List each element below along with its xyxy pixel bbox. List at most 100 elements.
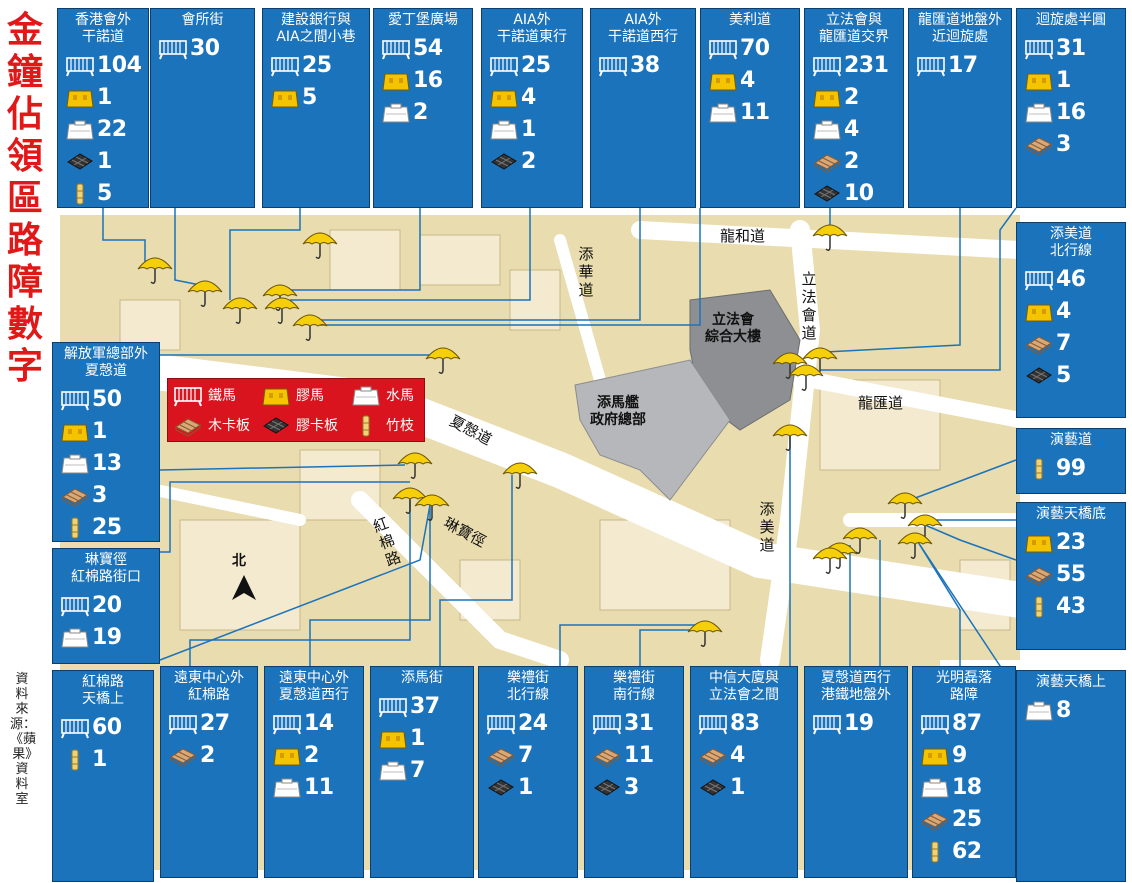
- plastic-barrier-icon: [271, 87, 299, 109]
- main-title-char: 路: [6, 220, 43, 261]
- connector-line: [917, 541, 961, 666]
- count-row-wood: 11: [593, 740, 683, 772]
- street-tim-mei: 添美道: [758, 500, 776, 554]
- connector-line: [160, 481, 410, 553]
- panel-title-line: 添馬街: [401, 670, 443, 686]
- legend-label: 竹枝: [386, 418, 414, 434]
- barrier-count: 7: [410, 758, 425, 783]
- panel-title-line: 南行線: [613, 687, 655, 703]
- panel-title: 樂禮街南行線: [585, 667, 683, 704]
- metal-barrier-icon: [709, 38, 737, 60]
- count-row-bamboo: 43: [1025, 591, 1125, 623]
- count-row-metal: 46: [1025, 264, 1125, 296]
- metal-barrier-icon: [490, 55, 518, 77]
- count-row-plastic: 1: [61, 416, 159, 448]
- umbrella-marker-icon: [137, 257, 173, 285]
- barrier-count: 25: [92, 515, 122, 540]
- count-row-metal: 104: [66, 50, 148, 82]
- panel-title-line: 近迴旋處: [932, 29, 988, 45]
- panel-title-line: 干諾道西行: [608, 29, 678, 45]
- barrier-count: 38: [630, 53, 660, 78]
- umbrella-marker-icon: [502, 462, 538, 490]
- umbrella-marker-icon: [264, 297, 300, 325]
- wood-barrier-icon: [1025, 333, 1053, 355]
- panel-title: 夏愨道西行港鐵地盤外: [805, 667, 907, 704]
- panel-title: AIA外干諾道西行: [591, 9, 695, 46]
- count-row-plastic: 4: [490, 82, 582, 114]
- count-row-pallet: 3: [593, 772, 683, 804]
- barrier-count: 18: [952, 775, 982, 800]
- connector-line: [439, 475, 513, 666]
- street-lung-wui: 龍匯道: [858, 394, 904, 412]
- count-row-water: 19: [61, 622, 159, 654]
- panel-title-line: 迴旋處半圓: [1036, 12, 1106, 28]
- wood-barrier-icon: [169, 745, 197, 767]
- metal-barrier-icon: [813, 713, 841, 735]
- plastic-barrier-icon: [813, 87, 841, 109]
- panel-title: 遠東中心外紅棉路: [161, 667, 257, 704]
- plastic-barrier-icon: [382, 70, 410, 92]
- barrier-count: 11: [304, 775, 334, 800]
- panel-title-line: 遠東中心外: [174, 670, 244, 686]
- wood-barrier-icon: [921, 809, 949, 831]
- count-row-metal: 83: [699, 708, 797, 740]
- street-legco-road-text: 立法會道: [801, 270, 817, 342]
- barrier-count: 70: [740, 36, 770, 61]
- barrier-count: 1: [730, 775, 745, 800]
- barrier-count: 2: [844, 149, 859, 174]
- metal-barrier-icon: [487, 713, 515, 735]
- count-row-pallet: 1: [699, 772, 797, 804]
- legend-item-water: 水馬: [352, 385, 414, 406]
- count-row-metal: 31: [1025, 33, 1125, 65]
- wood-barrier-icon: [1025, 564, 1053, 586]
- connector-line: [189, 500, 411, 666]
- connector-line: [320, 208, 701, 326]
- govhq-line-1: 添馬艦: [597, 395, 639, 411]
- count-row-bamboo: 1: [61, 744, 153, 776]
- count-row-water: 16: [1025, 97, 1125, 129]
- barrier-count: 50: [92, 387, 122, 412]
- barrier-count: 5: [1056, 363, 1071, 388]
- barrier-count: 55: [1056, 562, 1086, 587]
- count-row-wood: 2: [813, 146, 903, 178]
- panel-title-line: 路障: [950, 687, 978, 703]
- pallet-barrier-icon: [593, 777, 621, 799]
- panel-title: 演藝天橋上: [1017, 671, 1125, 691]
- metal-barrier-icon: [271, 55, 299, 77]
- panel-title: 遠東中心外夏愨道西行: [265, 667, 363, 704]
- panel-title: 樂禮街北行線: [479, 667, 577, 704]
- panel-title-line: 立法會之間: [709, 687, 779, 703]
- barrier-count: 30: [190, 36, 220, 61]
- bamboo-barrier-icon: [61, 517, 89, 539]
- pallet-barrier-icon: [813, 183, 841, 205]
- panel-title-line: 夏愨道西行: [279, 687, 349, 703]
- count-row-pallet: 2: [490, 146, 582, 178]
- pallet-barrier-icon: [262, 415, 292, 435]
- metal-barrier-icon: [174, 385, 204, 407]
- count-row-metal: 19: [813, 708, 907, 740]
- barrier-count: 22: [97, 117, 127, 142]
- barrier-count: 7: [518, 743, 533, 768]
- umbrella-marker-icon: [812, 547, 848, 575]
- pallet-barrier-icon: [66, 151, 94, 173]
- umbrella-marker-icon: [262, 284, 298, 312]
- panel-title-line: 光明磊落: [936, 670, 992, 686]
- main-title-char: 數: [6, 304, 43, 345]
- count-row-metal: 20: [61, 590, 159, 622]
- legend-item-plastic: 膠馬: [262, 385, 324, 406]
- metal-barrier-icon: [61, 389, 89, 411]
- count-row-metal: 70: [709, 33, 799, 65]
- barrier-count: 104: [97, 53, 142, 78]
- source-credit: 資料來源：《蘋果》資料室: [10, 672, 37, 807]
- panel-counts: 99: [1017, 449, 1125, 485]
- metal-barrier-icon: [379, 696, 407, 718]
